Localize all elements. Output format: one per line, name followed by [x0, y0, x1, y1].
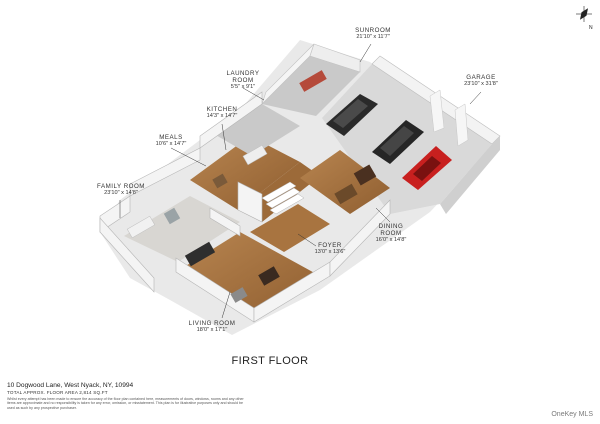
total-floor-area: TOTAL APPROX. FLOOR AREA 2,814 SQ.FT	[7, 389, 108, 395]
furniture	[126, 144, 377, 303]
garage-car-black-suv	[326, 94, 378, 136]
room-dimensions: 13'0" x 13'6"	[314, 249, 346, 256]
floor-title: FIRST FLOOR	[231, 355, 309, 367]
leader-laundry	[242, 87, 265, 101]
room-dimensions: 23'10" x 14'8"	[104, 190, 138, 197]
leader-foyer	[297, 233, 317, 247]
room-name: MEALS	[159, 134, 183, 141]
plan-info: 10 Dogwood Lane, West Nyack, NY, 10994 T…	[7, 382, 327, 411]
room-label-meals: MEALS 10'6" x 14'7"	[150, 134, 192, 148]
staircase	[261, 181, 305, 215]
room-name: LAUNDRY ROOM	[226, 70, 260, 85]
room-name: DINING ROOM	[378, 223, 404, 238]
room-label-kitchen: KITCHEN 14'3" x 14'7"	[200, 106, 244, 120]
room-name: LIVING ROOM	[188, 320, 236, 327]
sunroom-area	[261, 43, 361, 116]
room-label-dining: DINING ROOM 16'0" x 14'8"	[368, 223, 414, 244]
property-address: 10 Dogwood Lane, West Nyack, NY, 10994	[7, 382, 134, 389]
room-dimensions: 16'0" x 14'8"	[375, 237, 407, 244]
leader-kitchen	[221, 123, 227, 151]
room-name: FAMILY ROOM	[97, 183, 145, 190]
garage-car-black-sedan	[372, 120, 424, 164]
room-dimensions: 10'6" x 14'7"	[155, 141, 187, 148]
walls	[99, 91, 391, 323]
room-name: SUNROOM	[355, 27, 391, 34]
room-dimensions: 5'5" x 9'1"	[230, 84, 256, 91]
room-label-family: FAMILY ROOM 23'10" x 14'8"	[96, 183, 146, 197]
room-dimensions: 21'10" x 11'7"	[356, 34, 390, 41]
room-name: GARAGE	[466, 74, 496, 81]
room-dimensions: 14'3" x 14'7"	[206, 113, 238, 120]
garage-car-red-convertible	[402, 146, 452, 190]
disclaimer-text: Whilst every attempt has been made to en…	[7, 396, 244, 410]
room-label-sunroom: SUNROOM 21'10" x 11'7"	[350, 27, 396, 41]
room-label-living: LIVING ROOM 18'0" x 17'1"	[186, 320, 238, 334]
room-dimensions: 18'0" x 17'1"	[196, 327, 228, 334]
mls-watermark: OneKey MLS	[551, 411, 593, 418]
room-label-laundry: LAUNDRY ROOM 5'5" x 9'1"	[216, 70, 270, 91]
compass-icon	[576, 6, 592, 22]
leader-sunroom	[359, 43, 372, 63]
room-label-garage: GARAGE 23'10" x 31'8"	[458, 74, 504, 88]
leader-living	[221, 291, 231, 319]
room-dimensions: 23'10" x 31'8"	[464, 81, 498, 88]
leader-dining	[375, 207, 391, 223]
room-name: FOYER	[318, 242, 342, 249]
leader-meals	[170, 147, 207, 167]
room-label-foyer: FOYER 13'0" x 13'6"	[310, 242, 350, 256]
leader-garage	[469, 91, 482, 105]
room-name: KITCHEN	[206, 106, 238, 113]
compass-north-label: N	[589, 25, 593, 31]
